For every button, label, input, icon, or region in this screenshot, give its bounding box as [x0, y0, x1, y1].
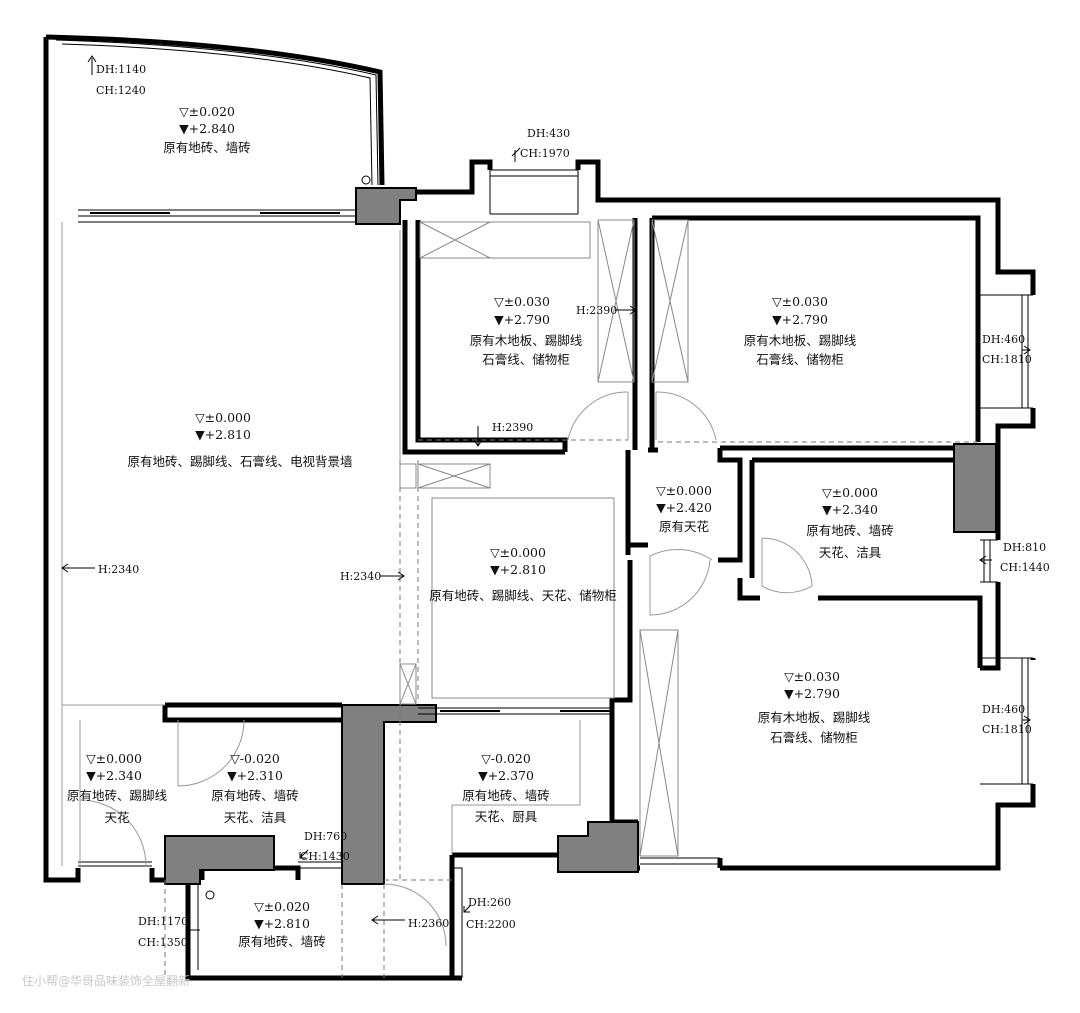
room-kitchen: ▽-0.020 ▼+2.370 原有地砖、墙砖 天花、厨具: [462, 751, 550, 824]
cabinets: [399, 219, 689, 857]
room-desc: 原有地砖、墙砖: [163, 140, 251, 155]
dim-dh1140: DH:1140: [96, 63, 146, 76]
room-ceiling: ▼+2.810: [195, 427, 251, 442]
watermark: 住小帮@华哥品味装饰全屋翻新: [22, 973, 190, 988]
room-ceiling: ▼+2.790: [494, 312, 550, 327]
room-labels: ▽±0.020 ▼+2.840 原有地砖、墙砖 ▽±0.000 ▼+2.810 …: [67, 104, 894, 949]
room-level: ▽±0.020: [179, 104, 235, 119]
dim-dh260: DH:260: [468, 896, 511, 909]
room-level: ▽±0.030: [784, 669, 840, 684]
room-level: ▽±0.000: [822, 485, 878, 500]
room-ceiling: ▼+2.420: [656, 500, 712, 515]
room-level: ▽±0.000: [490, 545, 546, 560]
room-balcony-bottom: ▽±0.020 ▼+2.810 原有地砖、墙砖: [238, 899, 326, 949]
room-ceiling: ▼+2.340: [86, 768, 142, 783]
dim-ch1810-a: CH:1810: [982, 353, 1032, 366]
dim-h2340-a: H:2340: [98, 563, 139, 576]
dimension-labels: DH:1140 CH:1240 DH:430 CH:1970 H:2390 H:…: [96, 63, 1050, 949]
room-ceiling: ▼+2.370: [478, 768, 534, 783]
room-desc: 原有地砖、墙砖: [806, 523, 894, 538]
room-entry: ▽±0.000 ▼+2.340 原有地砖、踢脚线 天花: [67, 751, 168, 825]
room-bedroom-1: ▽±0.030 ▼+2.790 原有木地板、踢脚线 石膏线、储物柜: [470, 294, 583, 367]
room-ceiling: ▼+2.340: [822, 502, 878, 517]
room-desc: 原有天花: [659, 519, 709, 534]
room-desc: 石膏线、储物柜: [770, 730, 858, 745]
room-balcony-top: ▽±0.020 ▼+2.840 原有地砖、墙砖: [163, 104, 251, 155]
room-dining: ▽±0.000 ▼+2.810 原有地砖、踢脚线、天花、储物柜: [429, 545, 617, 603]
room-bedroom-2: ▽±0.030 ▼+2.790 原有木地板、踢脚线 石膏线、储物柜: [744, 294, 857, 367]
dim-dh810: DH:810: [1003, 541, 1046, 554]
room-desc: 原有木地板、踢脚线: [470, 333, 583, 348]
room-level: ▽-0.020: [481, 751, 531, 766]
dim-h2340-b: H:2340: [340, 570, 381, 583]
room-desc: 原有地砖、墙砖: [211, 788, 299, 803]
room-ceiling: ▼+2.790: [772, 312, 828, 327]
dim-ch2200: CH:2200: [466, 918, 516, 931]
room-ceiling: ▼+2.310: [227, 768, 283, 783]
room-ceiling: ▼+2.790: [784, 686, 840, 701]
room-desc: 天花、洁具: [224, 810, 287, 825]
doors: [79, 175, 813, 947]
dim-dh460-a: DH:460: [982, 333, 1025, 346]
dim-dh460-b: DH:460: [982, 703, 1025, 716]
room-level: ▽±0.000: [195, 410, 251, 425]
windows: [61, 169, 1033, 978]
room-desc: 原有地砖、墙砖: [238, 934, 326, 949]
room-living: ▽±0.000 ▼+2.810 原有地砖、踢脚线、石膏线、电视背景墙: [127, 410, 352, 469]
columns: [164, 187, 997, 885]
room-desc: 原有地砖、踢脚线: [67, 788, 168, 803]
room-desc: 石膏线、储物柜: [756, 352, 844, 367]
room-hallway: ▽±0.000 ▼+2.420 原有天花: [656, 483, 712, 534]
room-level: ▽±0.000: [656, 483, 712, 498]
room-desc: 石膏线、储物柜: [482, 352, 570, 367]
room-desc: 原有地砖、踢脚线、天花、储物柜: [429, 588, 617, 603]
room-level: ▽±0.020: [254, 899, 310, 914]
dim-h2390-a: H:2390: [576, 304, 617, 317]
dim-ch1430: CH:1430: [300, 850, 350, 863]
dim-ch1810-b: CH:1810: [982, 723, 1032, 736]
room-desc: 天花: [104, 810, 129, 825]
room-desc: 天花、厨具: [475, 809, 538, 824]
room-desc: 原有地砖、踢脚线、石膏线、电视背景墙: [127, 454, 352, 469]
dim-ch1970: CH:1970: [520, 147, 570, 160]
dim-dh1170: DH:1170: [138, 915, 188, 928]
room-desc: 原有地砖、墙砖: [462, 788, 550, 803]
room-level: ▽±0.000: [86, 751, 142, 766]
dimension-arrows: [61, 55, 1031, 931]
room-bedroom-3: ▽±0.030 ▼+2.790 原有木地板、踢脚线 石膏线、储物柜: [758, 669, 871, 745]
dim-h2360: H:2360: [408, 917, 449, 930]
room-ceiling: ▼+2.840: [179, 121, 235, 136]
room-level: ▽-0.020: [230, 751, 280, 766]
room-level: ▽±0.030: [494, 294, 550, 309]
dim-dh760: DH:760: [304, 830, 347, 843]
room-desc: 天花、洁具: [819, 545, 882, 560]
dim-h2390-b: H:2390: [492, 421, 533, 434]
room-desc: 原有木地板、踢脚线: [758, 710, 871, 725]
dashed-lines: [62, 439, 978, 978]
room-ceiling: ▼+2.810: [254, 916, 310, 931]
room-level: ▽±0.030: [772, 294, 828, 309]
room-bathroom-1: ▽±0.000 ▼+2.340 原有地砖、墙砖 天花、洁具: [806, 485, 894, 560]
dim-ch1440: CH:1440: [1000, 561, 1050, 574]
dim-ch1350: CH:1350: [138, 936, 188, 949]
room-bathroom-2: ▽-0.020 ▼+2.310 原有地砖、墙砖 天花、洁具: [211, 751, 299, 825]
dim-dh430: DH:430: [527, 127, 570, 140]
dim-ch1240: CH:1240: [96, 84, 146, 97]
room-desc: 原有木地板、踢脚线: [744, 333, 857, 348]
room-ceiling: ▼+2.810: [490, 562, 546, 577]
